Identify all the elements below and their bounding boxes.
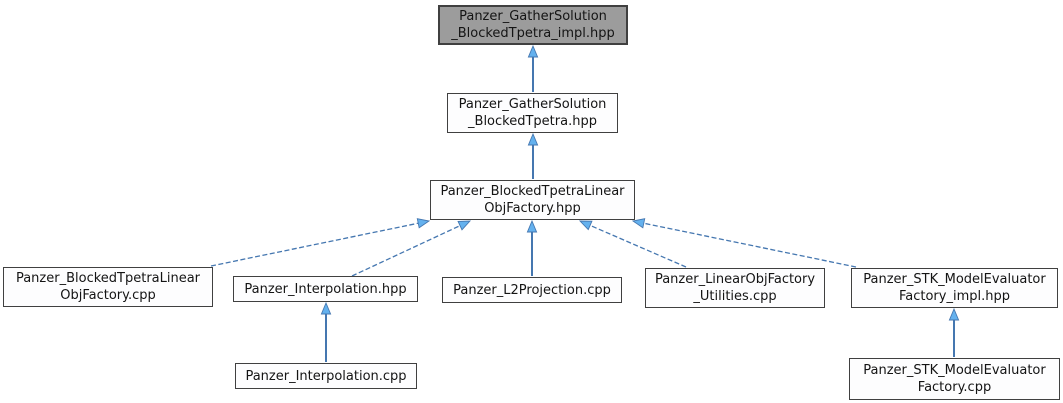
node-label-line: Panzer_Interpolation.hpp (244, 281, 407, 297)
node-label-line: _BlockedTpetra_impl.hpp (451, 26, 615, 41)
node-label-line: ObjFactory.hpp (484, 201, 581, 216)
graph-node-gather_hpp[interactable]: Panzer_GatherSolution _BlockedTpetra.hpp (447, 93, 618, 133)
node-label-line: Panzer_BlockedTpetraLinear (15, 271, 201, 286)
node-label-line: ObjFactory.cpp (60, 288, 156, 303)
node-label-line: Panzer_STK_ModelEvaluator (863, 363, 1046, 378)
node-label-line: Panzer_GatherSolution (458, 97, 607, 112)
arrowhead-icon (320, 301, 332, 315)
edge-utilities_cpp-to-objfactory_hpp (589, 224, 687, 268)
edge-stk_impl_hpp-to-objfactory_hpp (643, 222, 857, 268)
node-label-line: Factory_impl.hpp (898, 289, 1010, 304)
arrowhead-icon (526, 219, 538, 233)
node-label-line: _BlockedTpetra.hpp (468, 114, 597, 129)
node-label-line: Panzer_GatherSolution (459, 9, 607, 24)
graph-node-interpolation_hpp[interactable]: Panzer_Interpolation.hpp (233, 276, 418, 302)
node-label-line: Panzer_STK_ModelEvaluator (863, 272, 1046, 287)
node-label-line: Panzer_Interpolation.cpp (245, 368, 407, 384)
node-label-line: Panzer_LinearObjFactory (654, 272, 816, 287)
arrowhead-icon (527, 44, 539, 58)
arrowhead-icon (578, 220, 593, 231)
node-label-line: Factory.cpp (917, 380, 992, 395)
graph-node-interpolation_cpp[interactable]: Panzer_Interpolation.cpp (235, 363, 417, 389)
graph-node-gather_impl_hpp: Panzer_GatherSolution _BlockedTpetra_impl… (438, 5, 628, 45)
arrowhead-icon (416, 218, 431, 229)
arrowhead-icon (457, 220, 472, 231)
arrowhead-icon (527, 132, 539, 146)
arrowhead-icon (948, 307, 960, 321)
node-label-line: Panzer_BlockedTpetraLinear (440, 184, 625, 199)
edge-objfactory_cpp-to-objfactory_hpp (210, 222, 419, 267)
node-label-line: _Utilities.cpp (693, 289, 777, 304)
graph-node-l2projection_cpp[interactable]: Panzer_L2Projection.cpp (442, 277, 622, 303)
graph-node-utilities_cpp[interactable]: Panzer_LinearObjFactory _Utilities.cpp (645, 268, 825, 308)
arrowhead-icon (631, 218, 646, 229)
node-label-line: Panzer_L2Projection.cpp (453, 282, 611, 298)
edge-interpolation_hpp-to-objfactory_hpp (351, 225, 461, 277)
